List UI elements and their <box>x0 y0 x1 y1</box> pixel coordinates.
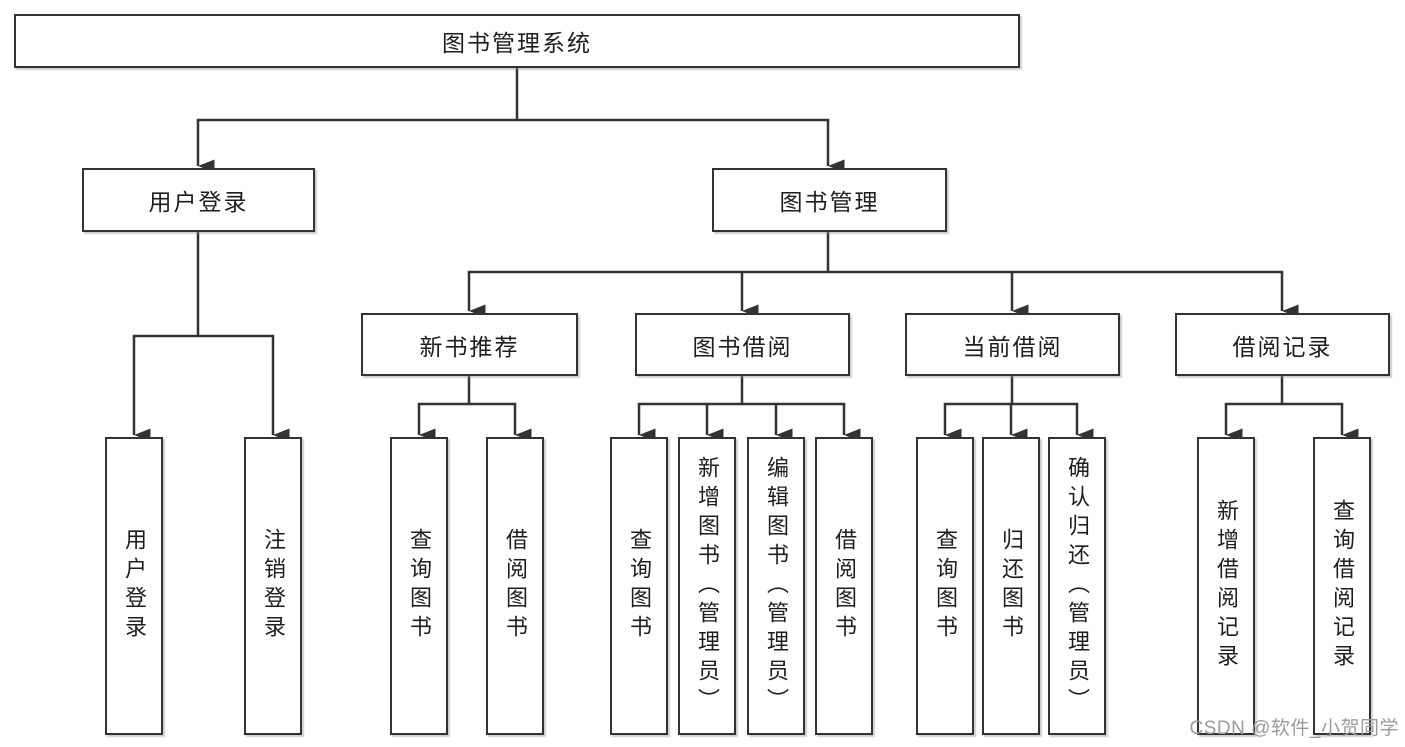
leaf-user-login: 用户登录 <box>105 437 163 735</box>
node-book-management: 图书管理 <box>712 168 947 232</box>
leaf-query-borrow-record: 查询借阅记录 <box>1313 437 1371 735</box>
leaf-confirm-return-admin: 确认归还（管理员） <box>1048 437 1106 735</box>
node-library-system: 图书管理系统 <box>14 14 1020 68</box>
leaf-add-book-admin: 新增图书（管理员） <box>678 437 736 735</box>
node-new-book-recommend: 新书推荐 <box>361 313 578 376</box>
leaf-borrow-books-recommend: 借阅图书 <box>486 437 544 735</box>
node-current-borrow: 当前借阅 <box>905 313 1120 376</box>
node-user-login: 用户登录 <box>82 168 315 232</box>
leaf-borrow-books: 借阅图书 <box>815 437 873 735</box>
leaf-add-borrow-record: 新增借阅记录 <box>1197 437 1255 735</box>
node-book-borrow: 图书借阅 <box>635 313 850 376</box>
leaf-query-books-borrow: 查询图书 <box>610 437 668 735</box>
leaf-logout: 注销登录 <box>244 437 302 735</box>
node-borrow-records: 借阅记录 <box>1175 313 1390 376</box>
leaf-return-book: 归还图书 <box>982 437 1040 735</box>
leaf-query-books-recommend: 查询图书 <box>390 437 448 735</box>
watermark: CSDN @软件_小贺同学 <box>1189 718 1399 739</box>
leaf-edit-book-admin: 编辑图书（管理员） <box>747 437 805 735</box>
leaf-query-books-current: 查询图书 <box>916 437 974 735</box>
